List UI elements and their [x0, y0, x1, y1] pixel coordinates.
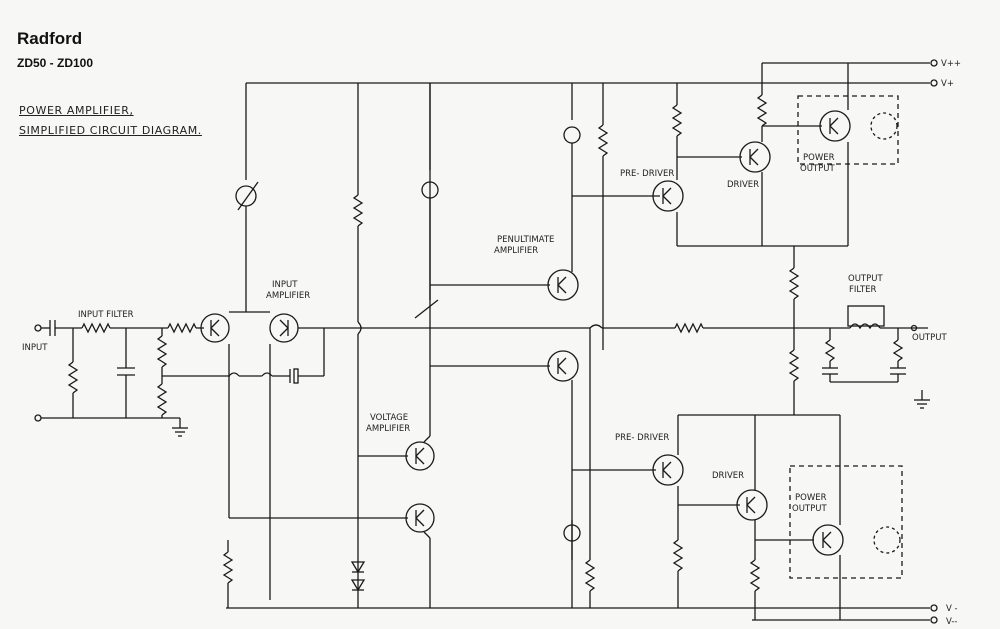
label-driver-top: DRIVER [727, 180, 759, 190]
supply-rails [226, 59, 938, 624]
label-driver-bottom: DRIVER [712, 471, 744, 481]
label-input-filter: INPUT FILTER [78, 310, 134, 320]
terminal-vp [930, 79, 938, 87]
filter-resistor [81, 322, 111, 334]
terminal-vm [930, 604, 938, 612]
brand-title: Radford [17, 29, 83, 48]
model-number: ZD50 - ZD100 [17, 56, 94, 70]
filter-damping-resistor-box [847, 305, 885, 327]
output-filter [822, 305, 930, 409]
diode-2 [350, 579, 366, 592]
power-output-top-optional [870, 112, 898, 140]
terminal-vmm [930, 616, 938, 624]
current-source-4 [563, 524, 581, 542]
rail-label-vp: V+ [941, 79, 954, 89]
label-power-top-1: POWER [803, 153, 835, 163]
rail-label-vmm: V-- [946, 617, 957, 627]
filter-inductor [849, 323, 881, 330]
label-power-top-2: OUTPUT [800, 164, 835, 174]
label-pre-driver-top: PRE- DRIVER [620, 169, 674, 179]
penultimate-amplifier [358, 83, 830, 608]
label-voltage-amp-2: AMPLIFIER [366, 424, 410, 434]
label-input-amp-1: INPUT [272, 280, 298, 290]
diagram-labels: INPUT INPUT FILTER INPUT AMPLIFIER VOLTA… [22, 59, 961, 627]
power-output-top-transistor [819, 110, 851, 142]
upper-parallel-box [797, 95, 899, 165]
pre-driver-top-transistor [652, 180, 684, 212]
input-transistor-1 [200, 313, 230, 343]
diagram-title-line1: POWER AMPLIFIER, [19, 104, 134, 117]
label-power-bottom-2: OUTPUT [792, 504, 827, 514]
penult-resistor [597, 124, 609, 157]
power-output-bottom-optional [873, 526, 901, 554]
current-source-3 [563, 126, 581, 144]
diagram-title-line2: SIMPLIFIED CIRCUIT DIAGRAM. [19, 124, 202, 137]
voltage-amplifier [222, 83, 439, 608]
emitter-resistor [222, 551, 234, 584]
driver-bottom-transistor [736, 489, 768, 521]
rail-label-vpp: V++ [941, 59, 961, 69]
base-resistor [167, 322, 197, 334]
shunt-resistor [67, 361, 79, 394]
label-output-filter-2: FILTER [849, 285, 877, 295]
rail-label-vm: V - [946, 604, 958, 614]
label-pre-driver-bottom: PRE- DRIVER [615, 433, 669, 443]
label-penultimate-1: PENULTIMATE [497, 235, 554, 245]
input-section [34, 320, 230, 437]
label-output-filter-1: OUTPUT [848, 274, 883, 284]
terminal-vpp [930, 59, 938, 67]
voltage-amp-transistor-2 [405, 503, 435, 533]
label-voltage-amp-1: VOLTAGE [370, 413, 408, 423]
label-input-amp-2: AMPLIFIER [266, 291, 310, 301]
label-input: INPUT [22, 343, 48, 353]
input-transistor-2 [269, 313, 299, 343]
penult-transistor-2 [547, 350, 579, 382]
output-terminal [910, 324, 918, 332]
upper-output-stage [652, 63, 899, 415]
ground-terminal [34, 414, 42, 422]
lower-parallel-box [789, 465, 903, 579]
output-series-resistor [674, 322, 704, 334]
penult-transistor-1 [547, 269, 579, 301]
driver-top-transistor [739, 141, 771, 173]
lower-output-stage [652, 414, 903, 620]
input-terminal [34, 324, 42, 332]
label-output: OUTPUT [912, 333, 947, 343]
label-power-bottom-1: POWER [795, 493, 827, 503]
voltage-amp-transistor-1 [405, 441, 435, 471]
va-load-resistor [352, 194, 364, 227]
label-penultimate-2: AMPLIFIER [494, 246, 538, 256]
power-output-bottom-transistor [812, 524, 844, 556]
input-amplifier [200, 83, 358, 600]
diode-1 [350, 561, 366, 574]
pre-driver-bottom-transistor [652, 454, 684, 486]
